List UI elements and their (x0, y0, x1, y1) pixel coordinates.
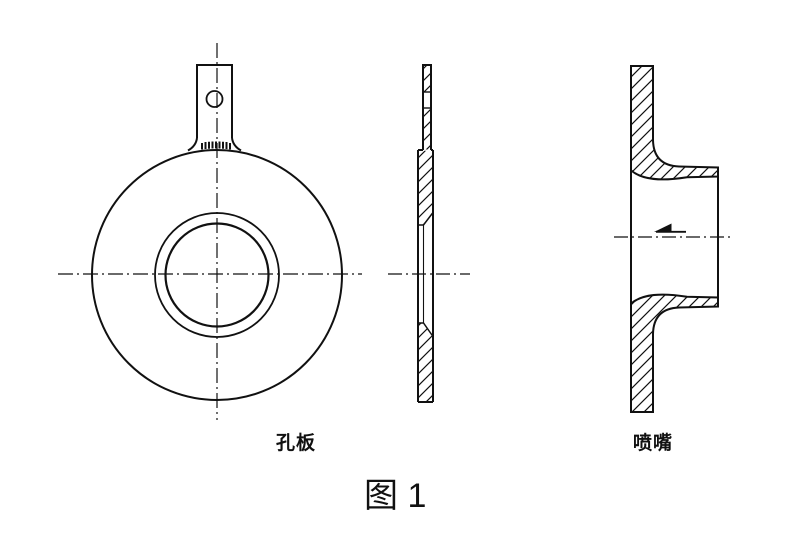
plate-outer-circle (91, 149, 343, 401)
plate-section-hatch-upper (418, 150, 433, 225)
handle-tab-right-fillet (231, 137, 242, 152)
tab-section-hatch-upper (423, 65, 431, 92)
nozzle-section-view (614, 65, 733, 413)
flow-arrow-icon (654, 223, 686, 233)
orifice-plate-section-view (388, 64, 470, 403)
bore-circle (164, 222, 270, 328)
nozzle-label: 喷嘴 (633, 433, 674, 454)
nozzle-upper-wall (630, 65, 719, 181)
bevel-edge-circle (154, 212, 280, 338)
figure-caption: 图 1 (364, 477, 427, 515)
tab-base-serrations (201, 141, 231, 150)
handle-tab-outline (196, 64, 233, 138)
tab-section-hatch-lower (423, 108, 431, 150)
nozzle-lower-wall (630, 293, 719, 413)
plate-section-hatch-lower (418, 323, 433, 402)
orifice-plate-label: 孔板 (276, 433, 317, 454)
orifice-plate-front-view (58, 43, 362, 420)
handle-tab-hole (205, 90, 224, 108)
handle-tab-left-fillet (187, 137, 198, 152)
